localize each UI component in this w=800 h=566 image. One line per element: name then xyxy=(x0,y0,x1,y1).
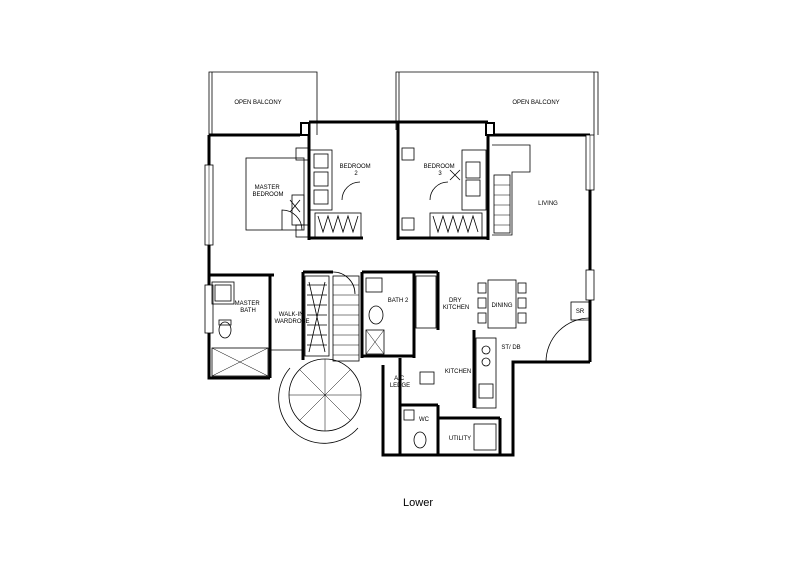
dry-kitchen-counter xyxy=(415,275,437,329)
label-sr: SR xyxy=(576,309,585,315)
floor-caption: Lower xyxy=(403,497,433,509)
label-living: LIVING xyxy=(538,201,558,207)
label-bedroom-2: BEDROOM 2 xyxy=(340,164,373,177)
label-master-bedroom: MASTER BEDROOM xyxy=(252,185,283,198)
label-walk-in-wardrobe: WALK-IN WARDROBE xyxy=(274,312,309,325)
walk-in-wardrobe-hangers xyxy=(304,275,330,357)
label-master-bath: MASTER BATH xyxy=(235,301,262,314)
label-open-balcony-right: OPEN BALCONY xyxy=(512,100,559,106)
open-balcony-right xyxy=(395,71,599,135)
bed-bedroom2 xyxy=(295,147,309,238)
label-bath-2: BATH 2 xyxy=(388,298,409,304)
spiral-staircase xyxy=(278,271,362,444)
label-utility: UTILITY xyxy=(449,436,471,442)
living-sofa xyxy=(492,144,531,236)
wardrobe-bedroom2 xyxy=(309,149,362,238)
label-kitchen: KITCHEN xyxy=(445,369,471,375)
interior-walls xyxy=(268,135,502,455)
kitchen-counter xyxy=(419,337,497,409)
wardrobe-bedroom3 xyxy=(401,147,487,238)
label-wc: WC xyxy=(419,417,430,423)
label-open-balcony-left: OPEN BALCONY xyxy=(234,100,281,106)
utility-fixtures xyxy=(473,423,497,451)
label-bedroom-3: BEDROOM 3 xyxy=(424,164,457,177)
entrance-door xyxy=(545,317,591,363)
open-balcony-left xyxy=(208,71,318,135)
master-bath-fixtures xyxy=(211,281,269,377)
doors xyxy=(281,181,449,231)
label-dining: DINING xyxy=(492,303,513,309)
dining-set xyxy=(477,279,527,329)
label-st-db: ST/ DB xyxy=(501,345,520,351)
label-ac-ledge: A/C LEDGE xyxy=(390,376,410,389)
wc-fixtures xyxy=(403,409,427,449)
bed-master xyxy=(245,157,305,231)
room-labels: OPEN BALCONY OPEN BALCONY MASTER BEDROOM… xyxy=(234,100,585,442)
columns xyxy=(300,122,590,321)
bath2-fixtures xyxy=(365,277,385,355)
label-dry-kitchen: DRY KITCHEN xyxy=(443,298,469,311)
windows xyxy=(204,134,595,334)
